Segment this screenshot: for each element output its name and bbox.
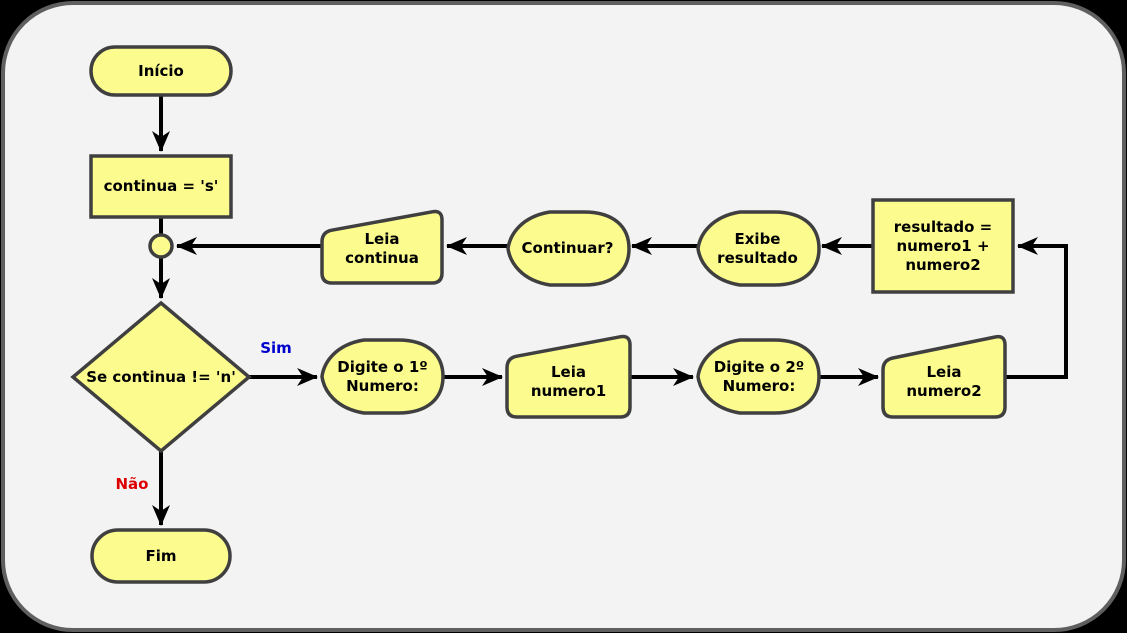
- junction-connector-shape: [148, 233, 174, 259]
- end-terminator-shape: [90, 528, 232, 584]
- start-terminator-shape: [89, 45, 233, 97]
- edges: [152, 95, 1068, 526]
- decision-diamond-shape: [70, 300, 252, 454]
- show-result-display-shape: [696, 210, 821, 287]
- prompt1-display-shape: [320, 338, 445, 415]
- ask-continue-display-shape: [506, 210, 631, 287]
- prompt2-display-shape: [696, 338, 821, 415]
- read1-manual-input-shape: [505, 334, 632, 419]
- read-continue-manual-input-shape: [320, 209, 444, 285]
- edge-read2-to-sum-loop: [1005, 237, 1068, 379]
- nodes: [70, 45, 1015, 584]
- sum-process-shape: [871, 198, 1015, 294]
- assign-process-shape: [89, 154, 233, 219]
- read2-manual-input-shape: [881, 334, 1007, 419]
